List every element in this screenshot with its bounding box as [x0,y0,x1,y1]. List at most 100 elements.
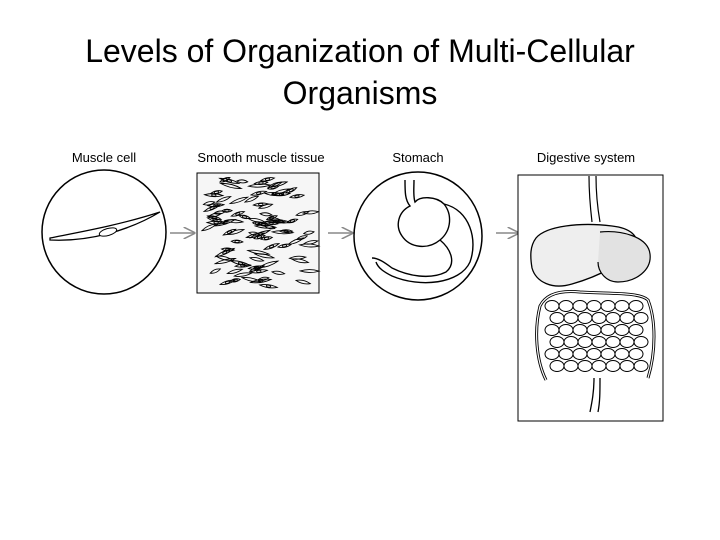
fiber-nucleus [258,203,264,206]
muscle-fiber [249,190,268,196]
muscle-fiber [257,276,270,281]
fiber-nucleus [235,212,241,216]
fiber-nucleus [257,232,263,236]
muscle-fiber [218,177,241,184]
muscle-fiber [243,195,260,203]
intestine-loop [586,324,602,336]
intestine-loop [563,360,579,372]
label-smooth-muscle-tissue: Smooth muscle tissue [197,150,325,165]
fiber-nucleus [224,280,231,284]
intestine-loop [614,324,630,336]
muscle-cell-illustration [41,169,167,295]
muscle-fiber [263,192,285,196]
muscle-fiber [214,255,235,261]
fiber-nucleus [283,229,289,233]
muscle-fiber [209,268,222,274]
intestine-loop [586,348,602,360]
fiber-nucleus [232,278,238,282]
fiber-nucleus [256,269,262,273]
fiber-nucleus [281,244,288,248]
muscle-fiber [248,265,266,272]
muscle-fiber [206,203,226,208]
intestine-loop [544,348,560,360]
fiber-nucleus [211,216,217,220]
muscle-fiber [248,278,273,284]
smooth-muscle-tissue-illustration [196,172,321,294]
intestine-loop [591,360,607,372]
fiber-nucleus [271,192,277,196]
fiber-nucleus [224,209,230,213]
muscle-fiber [213,210,226,215]
digestive-system-illustration [517,174,664,422]
intestine-loop [600,348,616,360]
intestine-loop [614,300,630,312]
intestine-loop [572,324,588,336]
label-digestive-system: Digestive system [536,150,636,165]
intestine-loop [577,312,593,324]
muscle-fiber [257,260,280,269]
fiber-nucleus [265,284,272,288]
fiber-nucleus [254,266,260,271]
muscle-fiber [294,279,312,285]
intestine-loop [577,336,593,348]
fiber-nucleus [222,250,228,255]
intestine-loop [572,348,588,360]
intestine-loop [619,336,635,348]
intestine-loop [591,336,607,348]
muscle-fiber [226,268,244,275]
intestine-loop [572,300,588,312]
muscle-fiber [258,283,279,289]
intestine-loop [586,300,602,312]
intestine-loop [633,312,649,324]
intestine-loop [563,336,579,348]
intestine-loop [558,300,574,312]
fiber-nucleus [209,206,215,210]
fiber-nucleus [289,219,295,223]
muscle-fiber [302,240,319,245]
intestine-loop [591,312,607,324]
muscle-fiber [298,269,321,273]
muscle-fiber [230,239,244,244]
slide-title: Levels of Organization of Multi-Cellular… [85,33,635,111]
muscle-fiber [246,183,273,188]
muscle-fiber [230,211,246,217]
muscle-fiber [228,196,250,205]
fiber-nucleus [240,264,246,268]
fiber-nucleus [270,185,276,190]
intestine-loop [633,336,649,348]
label-stomach: Stomach [392,150,444,165]
intestine-loop [633,360,649,372]
intestine-loop [628,300,644,312]
muscle-fiber [219,182,243,189]
muscle-fiber [213,258,237,265]
muscle-fiber [270,188,291,196]
intestine-loop [605,360,621,372]
muscle-fiber [295,211,310,216]
muscle-fiber [248,229,272,239]
fiber-nucleus [264,177,271,181]
muscle-fiber [258,212,273,217]
muscle-fiber [200,223,218,232]
intestine-loop [605,312,621,324]
muscle-fiber [295,235,309,241]
stomach-illustration [353,171,483,301]
muscle-fiber [205,220,227,225]
fiber-nucleus [225,248,231,251]
muscle-fiber [226,229,246,235]
muscle-fiber [209,190,224,195]
muscle-fiber [270,270,286,275]
intestine-loop [544,324,560,336]
muscle-fiber [288,194,306,199]
muscle-fiber [223,219,245,224]
muscle-fiber [262,243,281,250]
fiber-nucleus [213,190,220,194]
muscle-fiber [290,258,310,264]
muscle-fiber [302,230,315,235]
muscle-fiber [266,185,280,190]
muscle-fiber [215,196,232,203]
intestine-loop [619,312,635,324]
muscle-fiber [287,237,305,245]
intestine-loop [558,348,574,360]
muscle-fiber [218,279,237,286]
